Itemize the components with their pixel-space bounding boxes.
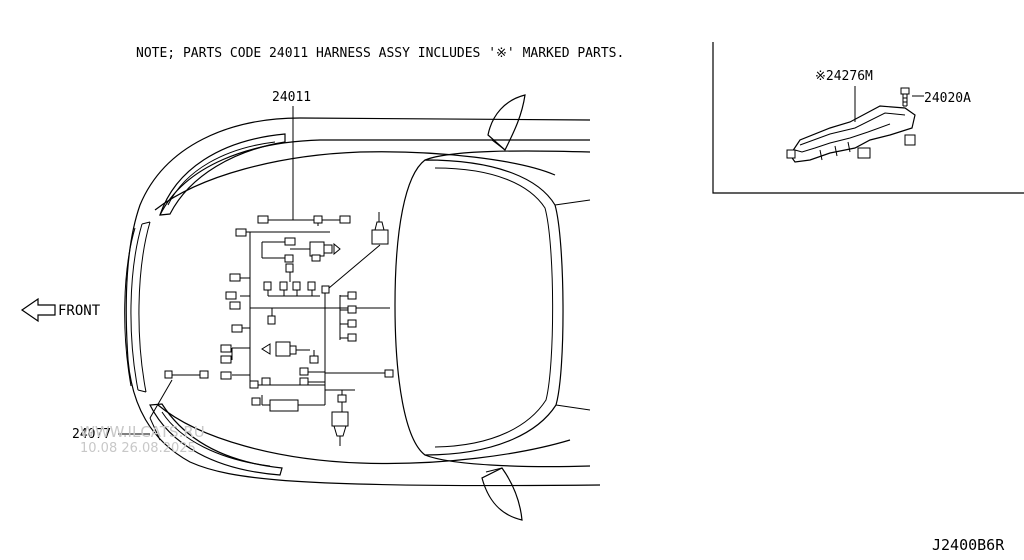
part-label-24020A: 24020A: [924, 91, 971, 106]
detail-inset: [712, 42, 1024, 194]
part-label-24276M: ※24276M: [815, 69, 873, 84]
watermark-line2: 10.08 26.08.2025: [80, 441, 196, 456]
front-label: FRONT: [58, 303, 101, 319]
front-arrow-icon: [20, 297, 56, 323]
harness-24077: [118, 370, 209, 441]
watermark-line1: WWW.ILCATS.RU: [80, 423, 205, 441]
part-label-24077: 24077: [72, 427, 111, 442]
harness-cover-part: [786, 86, 916, 163]
car-body-outline: [124, 94, 601, 521]
harness-24011: [220, 106, 394, 446]
part-label-24011: 24011: [272, 90, 311, 105]
parts-note: NOTE; PARTS CODE 24011 HARNESS ASSY INCL…: [136, 46, 624, 61]
bolt-icon: [900, 87, 924, 107]
diagram-code: J2400B6R: [932, 536, 1005, 554]
